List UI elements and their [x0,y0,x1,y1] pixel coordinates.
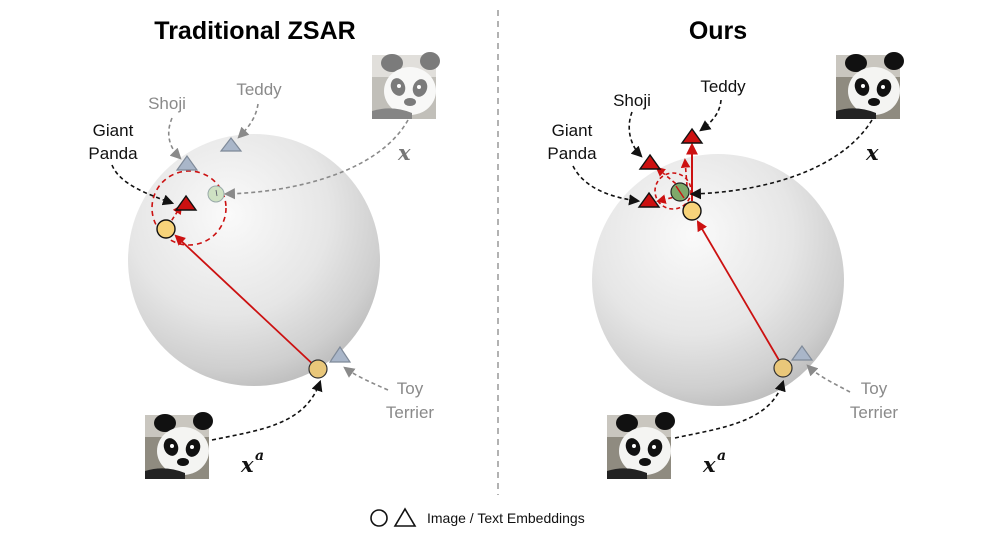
right-label-toy: Toy [861,379,888,398]
right-panda-xa-image [607,412,675,479]
left-red-arrow-long [174,234,319,370]
legend-triangle-icon [393,507,417,527]
left-title: Traditional ZSAR [154,17,355,45]
right-label-giant: Giant [552,121,593,140]
right-xa-image-embedding-icon [773,358,793,378]
right-xa-aligned-embedding-icon [682,201,702,221]
right-teddy-triangle-icon [680,127,704,144]
right-red-arrow-long [696,220,784,368]
right-title: Ours [689,17,747,45]
left-toy-terrier-pointer [343,366,389,391]
left-x-pointer [223,119,409,200]
shoji-triangle-icon [175,154,199,171]
left-label-panda: Panda [88,144,138,163]
xa-image-embedding-icon [308,359,328,379]
legend: Image / Text Embeddings [370,507,585,527]
left-label-teddy: Teddy [236,80,282,99]
left-label-terrier: Terrier [386,403,435,422]
left-x-symbol: x [397,140,411,165]
left-sphere [128,134,380,386]
right-panda-x-image [836,52,904,119]
left-panel: Traditional ZSAR Giant Panda Shoji Teddy… [88,17,440,479]
left-giant-panda-pointer [111,164,175,206]
right-teddy-pointer [699,99,722,132]
right-panel: Ours Giant Panda Shoji Teddy Toy T [547,17,904,479]
right-x-pointer [689,119,873,200]
xa-aligned-embedding-icon [156,219,176,239]
left-teddy-pointer [237,103,259,139]
left-xa-superscript: a [255,448,264,464]
right-xa-pointer [674,379,786,439]
right-xa-symbol: x [702,452,716,477]
right-shoji-pointer [628,111,643,158]
legend-circle-icon [370,509,388,527]
left-panda-x-image [372,52,440,119]
right-toy-terrier-triangle-icon [790,344,814,361]
left-neighborhood-circle [151,170,227,246]
right-shoji-triangle-icon [638,153,662,170]
right-red-arrow-shoji [655,166,682,189]
right-giant-panda-triangle-icon [637,191,661,208]
right-toy-terrier-pointer [806,364,851,393]
right-xa-superscript: a [717,448,726,464]
right-giant-panda-pointer [572,165,641,206]
toy-terrier-triangle-icon [328,345,352,363]
right-label-shoji: Shoji [613,91,651,110]
right-sphere [592,154,844,406]
left-label-shoji: Shoji [148,94,186,113]
right-label-teddy: Teddy [700,77,746,96]
right-label-terrier: Terrier [850,403,899,422]
left-panda-xa-image [145,412,213,479]
right-label-panda: Panda [547,144,597,163]
left-label-giant: Giant [93,121,134,140]
teddy-triangle-icon [219,137,243,152]
right-x-symbol: x [865,140,879,165]
giant-panda-triangle-icon [174,194,198,211]
left-xa-symbol: x [240,452,254,477]
left-shoji-pointer [168,117,182,160]
left-label-toy: Toy [397,379,424,398]
left-xa-pointer [211,379,323,441]
x-image-embedding-icon [207,185,225,203]
legend-text: Image / Text Embeddings [427,510,585,526]
